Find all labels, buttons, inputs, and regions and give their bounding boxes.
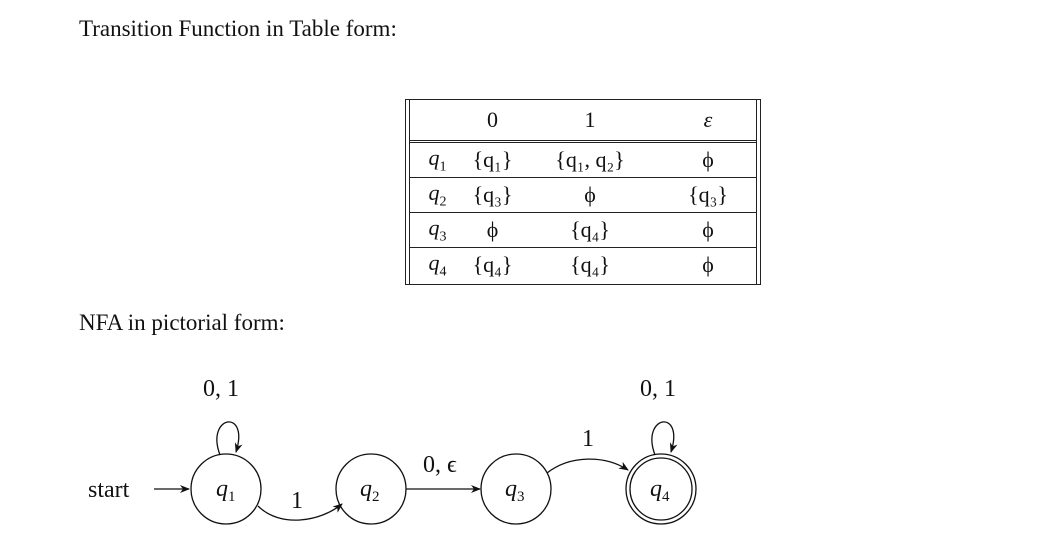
- header-cell: 0: [487, 107, 498, 132]
- state-cell: q4: [410, 247, 465, 282]
- table-cell: {q₄}: [465, 247, 520, 282]
- loop-q1-label: 0, 1: [203, 376, 239, 402]
- table-cell: {q₁, q₂}: [520, 140, 660, 178]
- state-cell: q3: [410, 212, 465, 248]
- table-row: q2 {q₃} ϕ {q₃}: [410, 177, 756, 213]
- edge-q2-q3-label: 0, ϵ: [423, 452, 457, 478]
- table-cell: ϕ: [465, 212, 520, 248]
- state-q1: [190, 453, 262, 525]
- state-q4: [625, 453, 697, 525]
- table-cell: {q₄}: [520, 247, 660, 282]
- nfa-diagram: start q1 0, 1 1 q2 0, ϵ q3 1 q4 0, 1: [88, 376, 697, 525]
- state-q4-label: q4: [650, 476, 670, 505]
- edge-q1-q2: [257, 503, 343, 521]
- table-cell: ϕ: [660, 247, 756, 282]
- nfa-heading: NFA in pictorial form:: [79, 310, 285, 335]
- table-row: q3 ϕ {q₄} ϕ: [410, 212, 756, 248]
- loop-q4-label: 0, 1: [640, 376, 676, 402]
- state-q1-label: q1: [216, 476, 236, 505]
- table-cell: ϕ: [660, 140, 756, 178]
- state-q2-label: q2: [360, 476, 380, 505]
- edge-q3-q4-label: 1: [582, 426, 594, 452]
- state-q4-accept-ring: [629, 457, 693, 521]
- state-q3: [480, 453, 552, 525]
- table-row: q4 {q₄} {q₄} ϕ: [410, 247, 756, 282]
- table-heading: Transition Function in Table form:: [79, 16, 397, 41]
- state-q3-label: q3: [505, 476, 525, 505]
- loop-q1: [216, 421, 243, 456]
- edge-q1-q2-label: 1: [291, 488, 303, 514]
- transition-table: 0 1 ε q1 {q₁} {q₁, q₂} ϕ q2 {q₃} ϕ {q₃} …: [405, 99, 761, 285]
- header-cell: [410, 100, 465, 142]
- table-cell: {q₁}: [465, 140, 520, 178]
- start-label: start: [88, 477, 130, 503]
- table-cell: ϕ: [520, 177, 660, 213]
- table-cell: {q₃}: [465, 177, 520, 213]
- table-cell: {q₃}: [660, 177, 756, 213]
- table-cell: {q₄}: [520, 212, 660, 248]
- loop-q4: [651, 421, 678, 456]
- table-header-row: 0 1 ε: [410, 100, 756, 142]
- header-cell: 1: [584, 107, 596, 132]
- header-cell: ε: [703, 107, 713, 132]
- state-cell: q2: [410, 177, 465, 213]
- edge-q3-q4: [546, 458, 629, 474]
- table-row: q1 {q₁} {q₁, q₂} ϕ: [410, 140, 756, 178]
- state-cell: q1: [410, 140, 465, 178]
- table-cell: ϕ: [660, 212, 756, 248]
